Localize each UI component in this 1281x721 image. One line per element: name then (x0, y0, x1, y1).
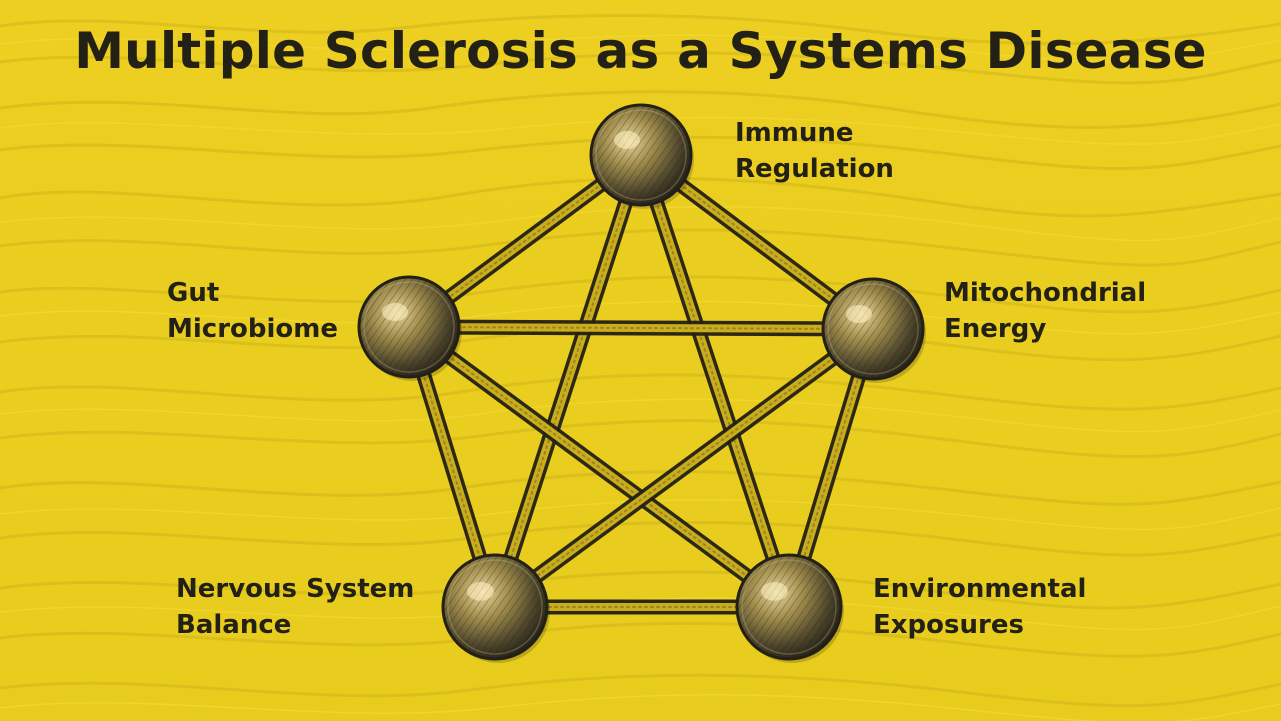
connection-rod-texture (408, 326, 790, 608)
sphere-icon (821, 277, 926, 383)
node-label-line: Nervous System (176, 574, 415, 604)
sphere-highlight (760, 582, 788, 601)
connection-rod (487, 321, 881, 615)
sphere-icon (441, 553, 550, 663)
node-label-nervous-system-balance: Nervous System Balance (176, 571, 414, 643)
connection-rod (401, 319, 797, 615)
sphere-rim (827, 283, 919, 375)
connection-rod-texture (640, 154, 790, 608)
sphere-highlight (614, 131, 640, 149)
connection-rod (401, 319, 881, 337)
node-label-mitochondrial-energy: Mitochondrial Energy (944, 275, 1146, 347)
node-label-line: Environmental (873, 574, 1087, 604)
sphere-rim (595, 109, 687, 201)
connection-rod-fill (405, 323, 877, 333)
nodes-group (357, 103, 926, 663)
sphere-engraving (359, 277, 459, 377)
node-label-line: Energy (944, 314, 1047, 344)
sphere-rim (363, 281, 455, 373)
node-label-line: Gut (167, 278, 220, 308)
connections-group (401, 147, 881, 615)
node-label-gut-microbiome: Gut Microbiome (167, 275, 338, 347)
connection-rod-texture (408, 326, 874, 330)
connection-rod-texture (494, 328, 874, 608)
sphere-icon (589, 103, 694, 209)
sphere-engraving (823, 279, 923, 379)
sphere-engraving (443, 555, 547, 659)
node-label-line: Microbiome (167, 314, 338, 344)
sphere-highlight (466, 582, 494, 601)
sphere-icon (735, 553, 844, 663)
sphere-engraving (591, 105, 691, 205)
connection-rod-texture (494, 154, 642, 608)
sphere-highlight (382, 303, 408, 321)
connection-rod (487, 147, 649, 615)
sphere-engraving (737, 555, 841, 659)
node-label-environmental-exposures: Environmental Exposures (873, 571, 1086, 643)
sphere-rim (447, 559, 543, 655)
node-label-line: Immune (735, 118, 854, 148)
sphere-icon (357, 275, 462, 381)
page-title: Multiple Sclerosis as a Systems Disease (74, 22, 1207, 80)
node-label-line: Exposures (873, 610, 1024, 640)
sphere-highlight (846, 305, 872, 323)
node-label-line: Balance (176, 610, 292, 640)
sphere-rim (741, 559, 837, 655)
node-label-immune-regulation: Immune Regulation (735, 115, 894, 187)
connection-rod (633, 147, 797, 615)
node-label-line: Mitochondrial (944, 278, 1147, 308)
node-label-line: Regulation (735, 154, 894, 184)
